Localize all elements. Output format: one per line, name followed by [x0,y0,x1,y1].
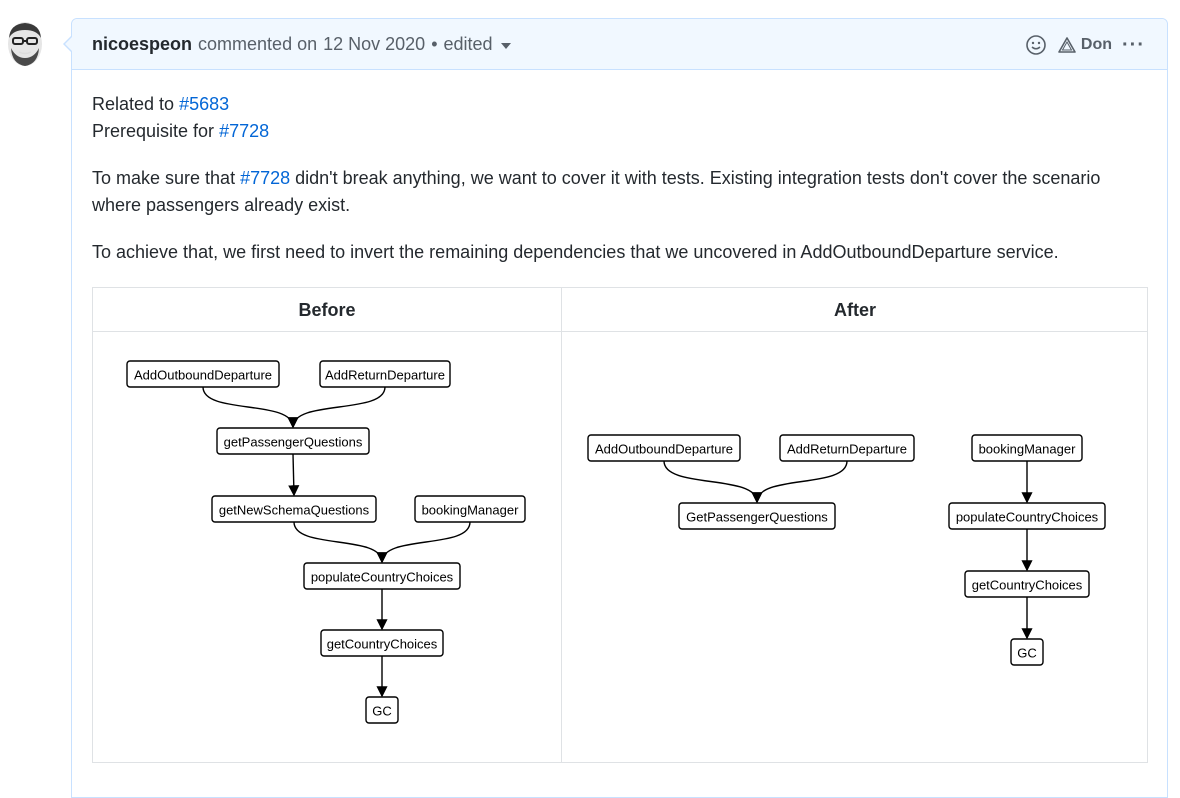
before-node-b_ard: AddReturnDeparture [319,360,451,388]
separator: • [431,33,438,54]
issue-link-5683[interactable]: #5683 [179,94,230,114]
header-user-label: Don [1080,35,1113,53]
comment-box: nicoespeon commented on 12 Nov 2020 • ed… [71,18,1168,798]
prereq-line: Prerequisite for #7728 [92,118,1152,145]
node-box [1010,638,1044,666]
paragraph-tests: To make sure that #7728 didn't break any… [92,165,1152,219]
node-box [303,562,461,590]
node-label: bookingManager [422,503,520,518]
before-node-b_aod: AddOutboundDeparture [126,360,280,388]
before-node-b_bm: bookingManager [414,495,526,523]
after-node-a_gcc: getCountryChoices [964,570,1090,598]
header-after: After [561,288,1148,332]
node-box [779,434,915,462]
node-box [587,434,741,462]
comment-date[interactable]: 12 Nov 2020 [323,33,426,54]
after-node-a_aod: AddOutboundDeparture [587,434,741,462]
node-box [365,696,399,724]
node-label: getNewSchemaQuestions [219,503,370,518]
before-node-b_gcc: getCountryChoices [320,629,444,657]
p2-prefix: To make sure that [92,168,241,188]
node-label: populateCountryChoices [956,510,1099,525]
kebab-icon[interactable]: ··· [1122,33,1145,56]
before-edge-b_bm-b_pcc [376,521,471,564]
before-edge-b_aod-b_gpq [202,386,299,429]
before-edge-b_gnsq-b_pcc [293,521,388,564]
node-box [414,495,526,523]
smiley-icon[interactable] [1025,34,1047,56]
node-label: AddOutboundDeparture [595,442,733,457]
after-edge-a_aod-a_gpq [663,460,763,504]
paragraph-invert: To achieve that, we first need to invert… [92,242,1059,262]
node-box [320,629,444,657]
after-edge-a_ard-a_gpq [751,460,848,504]
comment-header: nicoespeon commented on 12 Nov 2020 • ed… [72,19,1167,70]
prereq-prefix: Prerequisite for [92,121,220,141]
after-node-a_ard: AddReturnDeparture [779,434,915,462]
node-label: GetPassengerQuestions [686,510,828,525]
chevron-down-icon[interactable] [500,42,511,49]
issue-link-7728[interactable]: #7728 [219,121,270,141]
node-label: GC [1017,646,1037,661]
node-label: AddReturnDeparture [787,442,907,457]
node-box [971,434,1083,462]
node-box [964,570,1090,598]
node-box [948,502,1106,530]
node-label: GC [372,704,392,719]
issue-link-7728-inline[interactable]: #7728 [240,168,291,188]
node-label: AddReturnDeparture [325,368,445,383]
avatar-icon [8,22,42,66]
before-node-b_gnsq: getNewSchemaQuestions [211,495,377,523]
table-header-row: Before After [93,288,1147,332]
related-prefix: Related to [92,94,180,114]
node-box [211,495,377,523]
node-box [126,360,280,388]
node-label: AddOutboundDeparture [134,368,272,383]
after-node-a_gc: GC [1010,638,1044,666]
p2-suffix: didn't break anything, we want to cover … [92,168,1101,215]
triangle-icon [1057,36,1077,54]
node-label: getCountryChoices [972,578,1083,593]
comment-pointer-inner [65,37,72,51]
after-node-a_bm: bookingManager [971,434,1083,462]
edited-menu[interactable]: edited [443,33,493,54]
node-label: bookingManager [979,442,1077,457]
comment-body: Related to #5683 Prerequisite for #7728 … [92,91,1152,266]
column-divider [561,332,562,763]
before-node-b_pcc: populateCountryChoices [303,562,461,590]
node-label: populateCountryChoices [311,570,454,585]
comment-action: commented on [198,33,318,54]
header-before: Before [298,300,356,320]
before-node-b_gpq: getPassengerQuestions [216,427,370,455]
avatar[interactable] [4,18,46,70]
node-box [319,360,451,388]
node-box [216,427,370,455]
before-edge-b_ard-b_gpq [287,386,386,429]
node-label: getCountryChoices [327,637,438,652]
before-edge-b_gpq-b_gnsq [288,453,300,497]
node-label: getPassengerQuestions [224,435,363,450]
node-box [678,502,836,530]
before-node-b_gc: GC [365,696,399,724]
after-node-a_gpq: GetPassengerQuestions [678,502,836,530]
author-link[interactable]: nicoespeon [92,33,193,54]
related-line: Related to #5683 [92,91,1152,118]
after-node-a_pcc: populateCountryChoices [948,502,1106,530]
